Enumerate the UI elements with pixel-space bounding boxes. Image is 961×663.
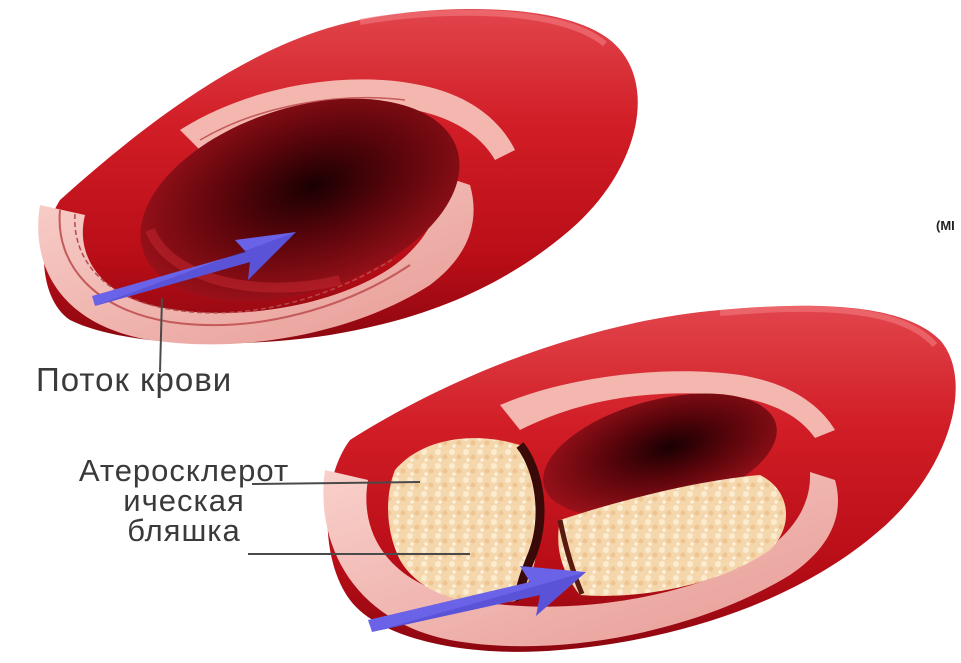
blood-flow-label: Поток крови	[36, 361, 232, 399]
healthy-artery-illustration	[38, 9, 638, 372]
edge-fragment-text: (MI	[936, 218, 955, 233]
plaque-label-line3: бляшка	[8, 516, 360, 546]
plaque-label-line1: Атеросклерот	[8, 456, 360, 486]
plaque-label: Атеросклерот ическая бляшка	[8, 456, 360, 546]
plaque-label-line2: ическая	[8, 486, 360, 516]
